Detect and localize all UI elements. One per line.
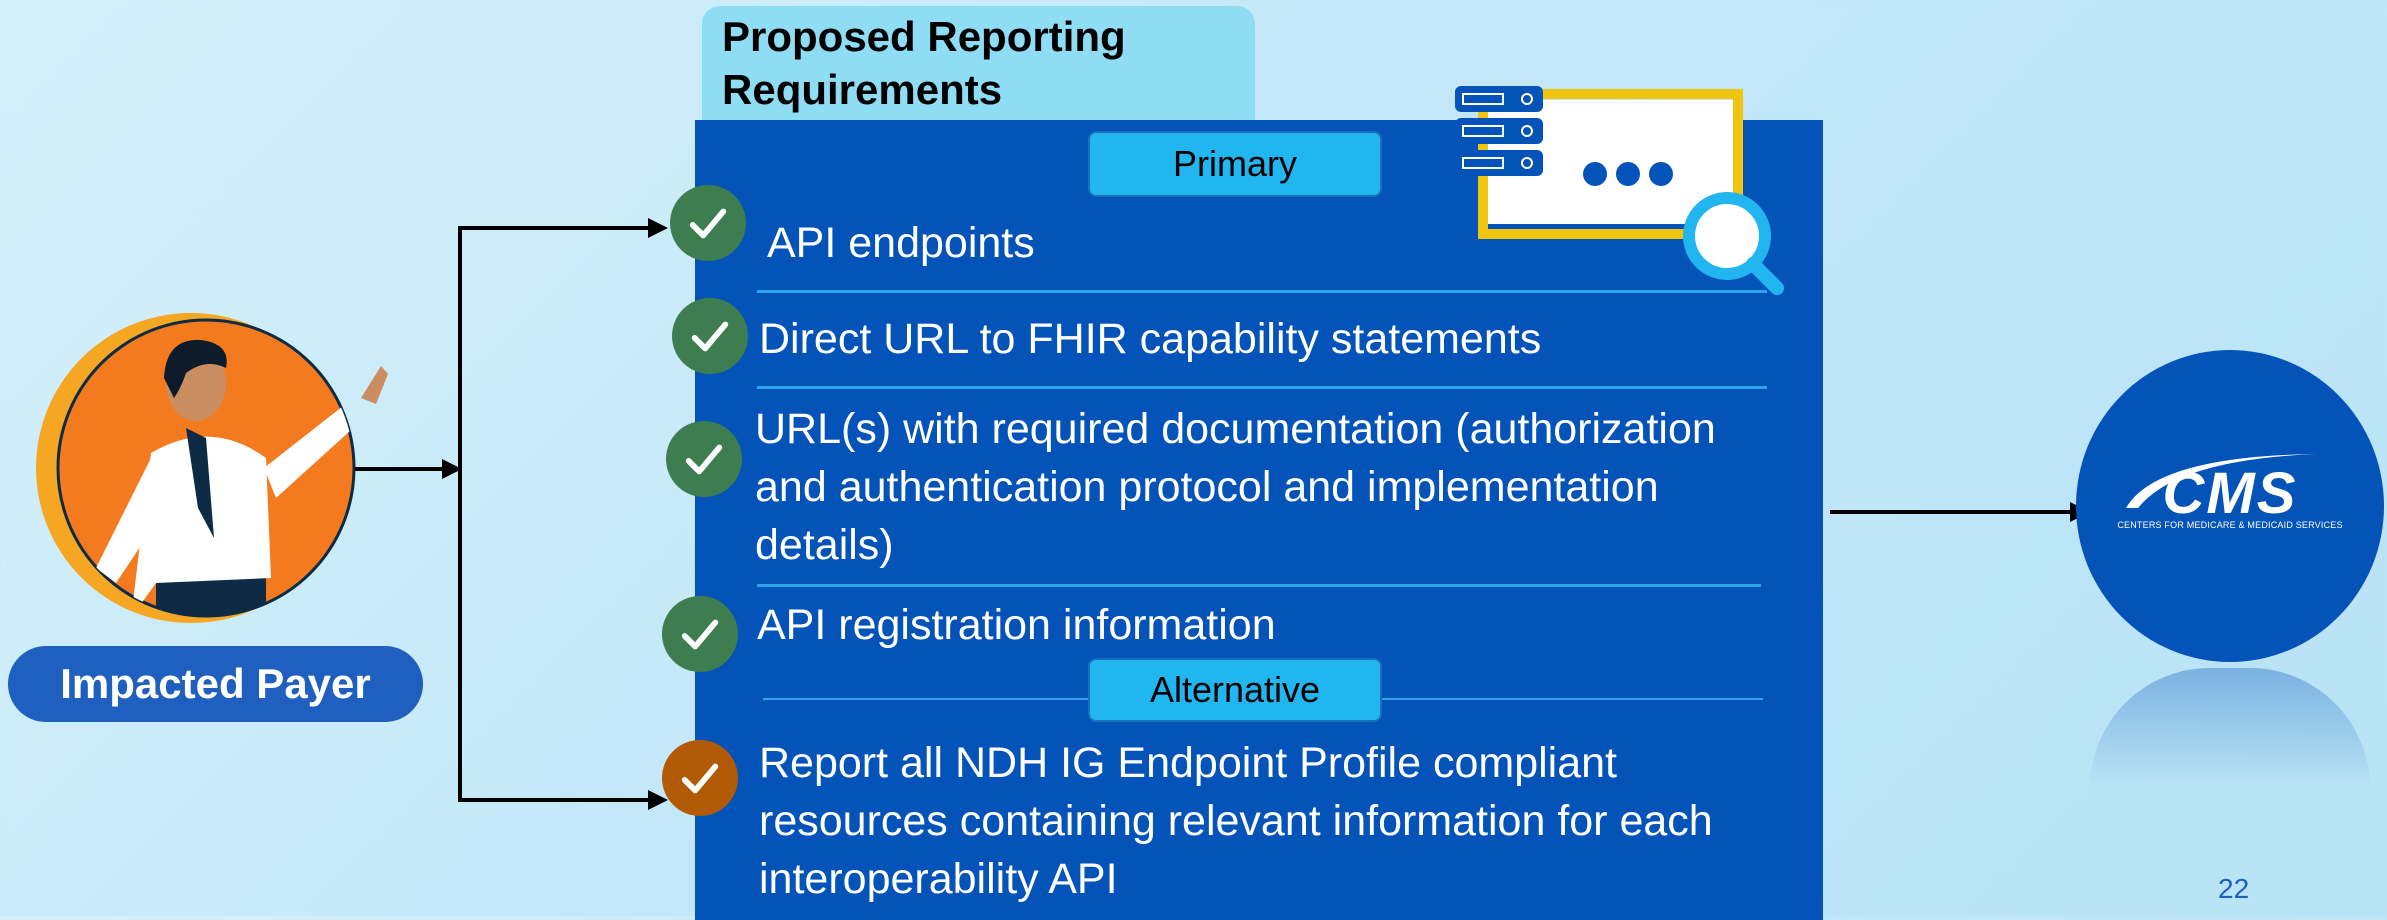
arrow-head	[648, 790, 668, 810]
server-search-icon	[1455, 86, 1784, 295]
cms-reflection	[2090, 668, 2370, 788]
page-number: 22	[2218, 873, 2250, 904]
item-api-registration: API registration information	[757, 601, 1276, 649]
divider	[757, 386, 1767, 389]
primary-label: Primary	[1088, 131, 1382, 197]
arrow-head	[648, 218, 668, 238]
divider	[757, 584, 1761, 587]
alternative-label: Alternative	[1088, 658, 1382, 722]
title-tab	[702, 6, 1255, 128]
item-ndh-endpoint: Report all NDH IG Endpoint Profile compl…	[759, 739, 1713, 903]
checkmark-icon	[670, 185, 746, 261]
connector-from-payer	[346, 467, 446, 471]
checkmark-icon	[662, 596, 738, 672]
cms-subtitle: CENTERS FOR MEDICARE & MEDICAID SERVICES	[2117, 520, 2343, 530]
checkmark-icon	[666, 421, 742, 497]
bracket-connector	[458, 226, 462, 802]
slide-title: Proposed Reporting Requirements	[722, 13, 1126, 113]
requirements-panel: Primary API endpoints Direct URL to FHIR…	[695, 86, 1823, 920]
arrow-head	[442, 459, 462, 479]
connector-to-primary	[458, 226, 650, 230]
item-documentation-urls: URL(s) with required documentation (auth…	[755, 405, 1716, 569]
cms-logo-text: CMS	[2162, 461, 2298, 526]
item-api-endpoints: API endpoints	[767, 219, 1035, 267]
connector-to-cms	[1830, 510, 2082, 514]
presenter-illustration	[36, 313, 388, 623]
cms-swoosh-icon	[2126, 454, 2316, 508]
checkmark-icon	[672, 298, 748, 374]
impacted-payer-label: Impacted Payer	[8, 646, 423, 722]
checkmark-icon	[662, 740, 738, 816]
divider	[757, 290, 1767, 293]
item-fhir-capability: Direct URL to FHIR capability statements	[759, 315, 1542, 363]
connector-to-alternative	[458, 798, 650, 802]
